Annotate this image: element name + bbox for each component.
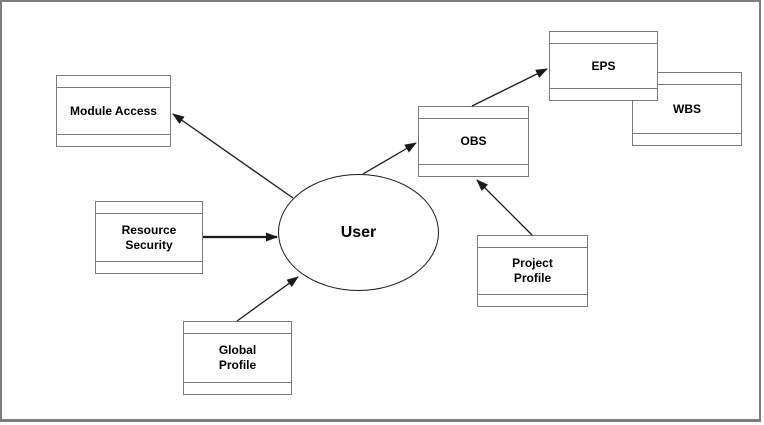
node-top-band bbox=[57, 76, 170, 88]
node-label: User bbox=[340, 223, 377, 241]
node-top-band bbox=[478, 236, 587, 248]
node-project-profile: Project Profile bbox=[477, 235, 588, 307]
node-bottom-band bbox=[96, 261, 202, 273]
node-bottom-band bbox=[478, 294, 587, 306]
node-eps: EPS bbox=[549, 31, 658, 101]
node-top-band bbox=[419, 107, 528, 119]
node-user-ellipse: User bbox=[278, 174, 439, 291]
arrow-user-to-module-access bbox=[172, 113, 294, 199]
node-label: Project Profile bbox=[512, 256, 553, 285]
node-bottom-band bbox=[550, 88, 657, 100]
node-top-band bbox=[550, 32, 657, 44]
arrow-obs-to-eps bbox=[471, 68, 548, 107]
node-bottom-band bbox=[184, 382, 291, 394]
arrow-user-to-obs bbox=[362, 142, 417, 175]
node-bottom-band bbox=[57, 134, 170, 146]
node-top-band bbox=[96, 202, 202, 214]
node-wbs: WBS bbox=[632, 72, 742, 146]
node-top-band bbox=[633, 73, 741, 85]
node-label: Resource Security bbox=[121, 222, 177, 252]
node-label: WBS bbox=[673, 101, 701, 116]
node-obs: OBS bbox=[418, 106, 529, 177]
node-bottom-band bbox=[633, 133, 741, 145]
arrow-global-profile-to-user bbox=[236, 276, 299, 322]
node-label: Module Access bbox=[70, 103, 157, 118]
node-label: OBS bbox=[460, 134, 487, 148]
node-label: Global Profile bbox=[218, 343, 257, 372]
node-module-access: Module Access bbox=[56, 75, 171, 147]
node-resource-security: Resource Security bbox=[95, 201, 203, 274]
node-label: EPS bbox=[591, 58, 616, 73]
arrow-project-profile-to-obs bbox=[476, 179, 533, 236]
node-top-band bbox=[184, 322, 291, 334]
node-bottom-band bbox=[419, 164, 528, 176]
node-global-profile: Global Profile bbox=[183, 321, 292, 395]
